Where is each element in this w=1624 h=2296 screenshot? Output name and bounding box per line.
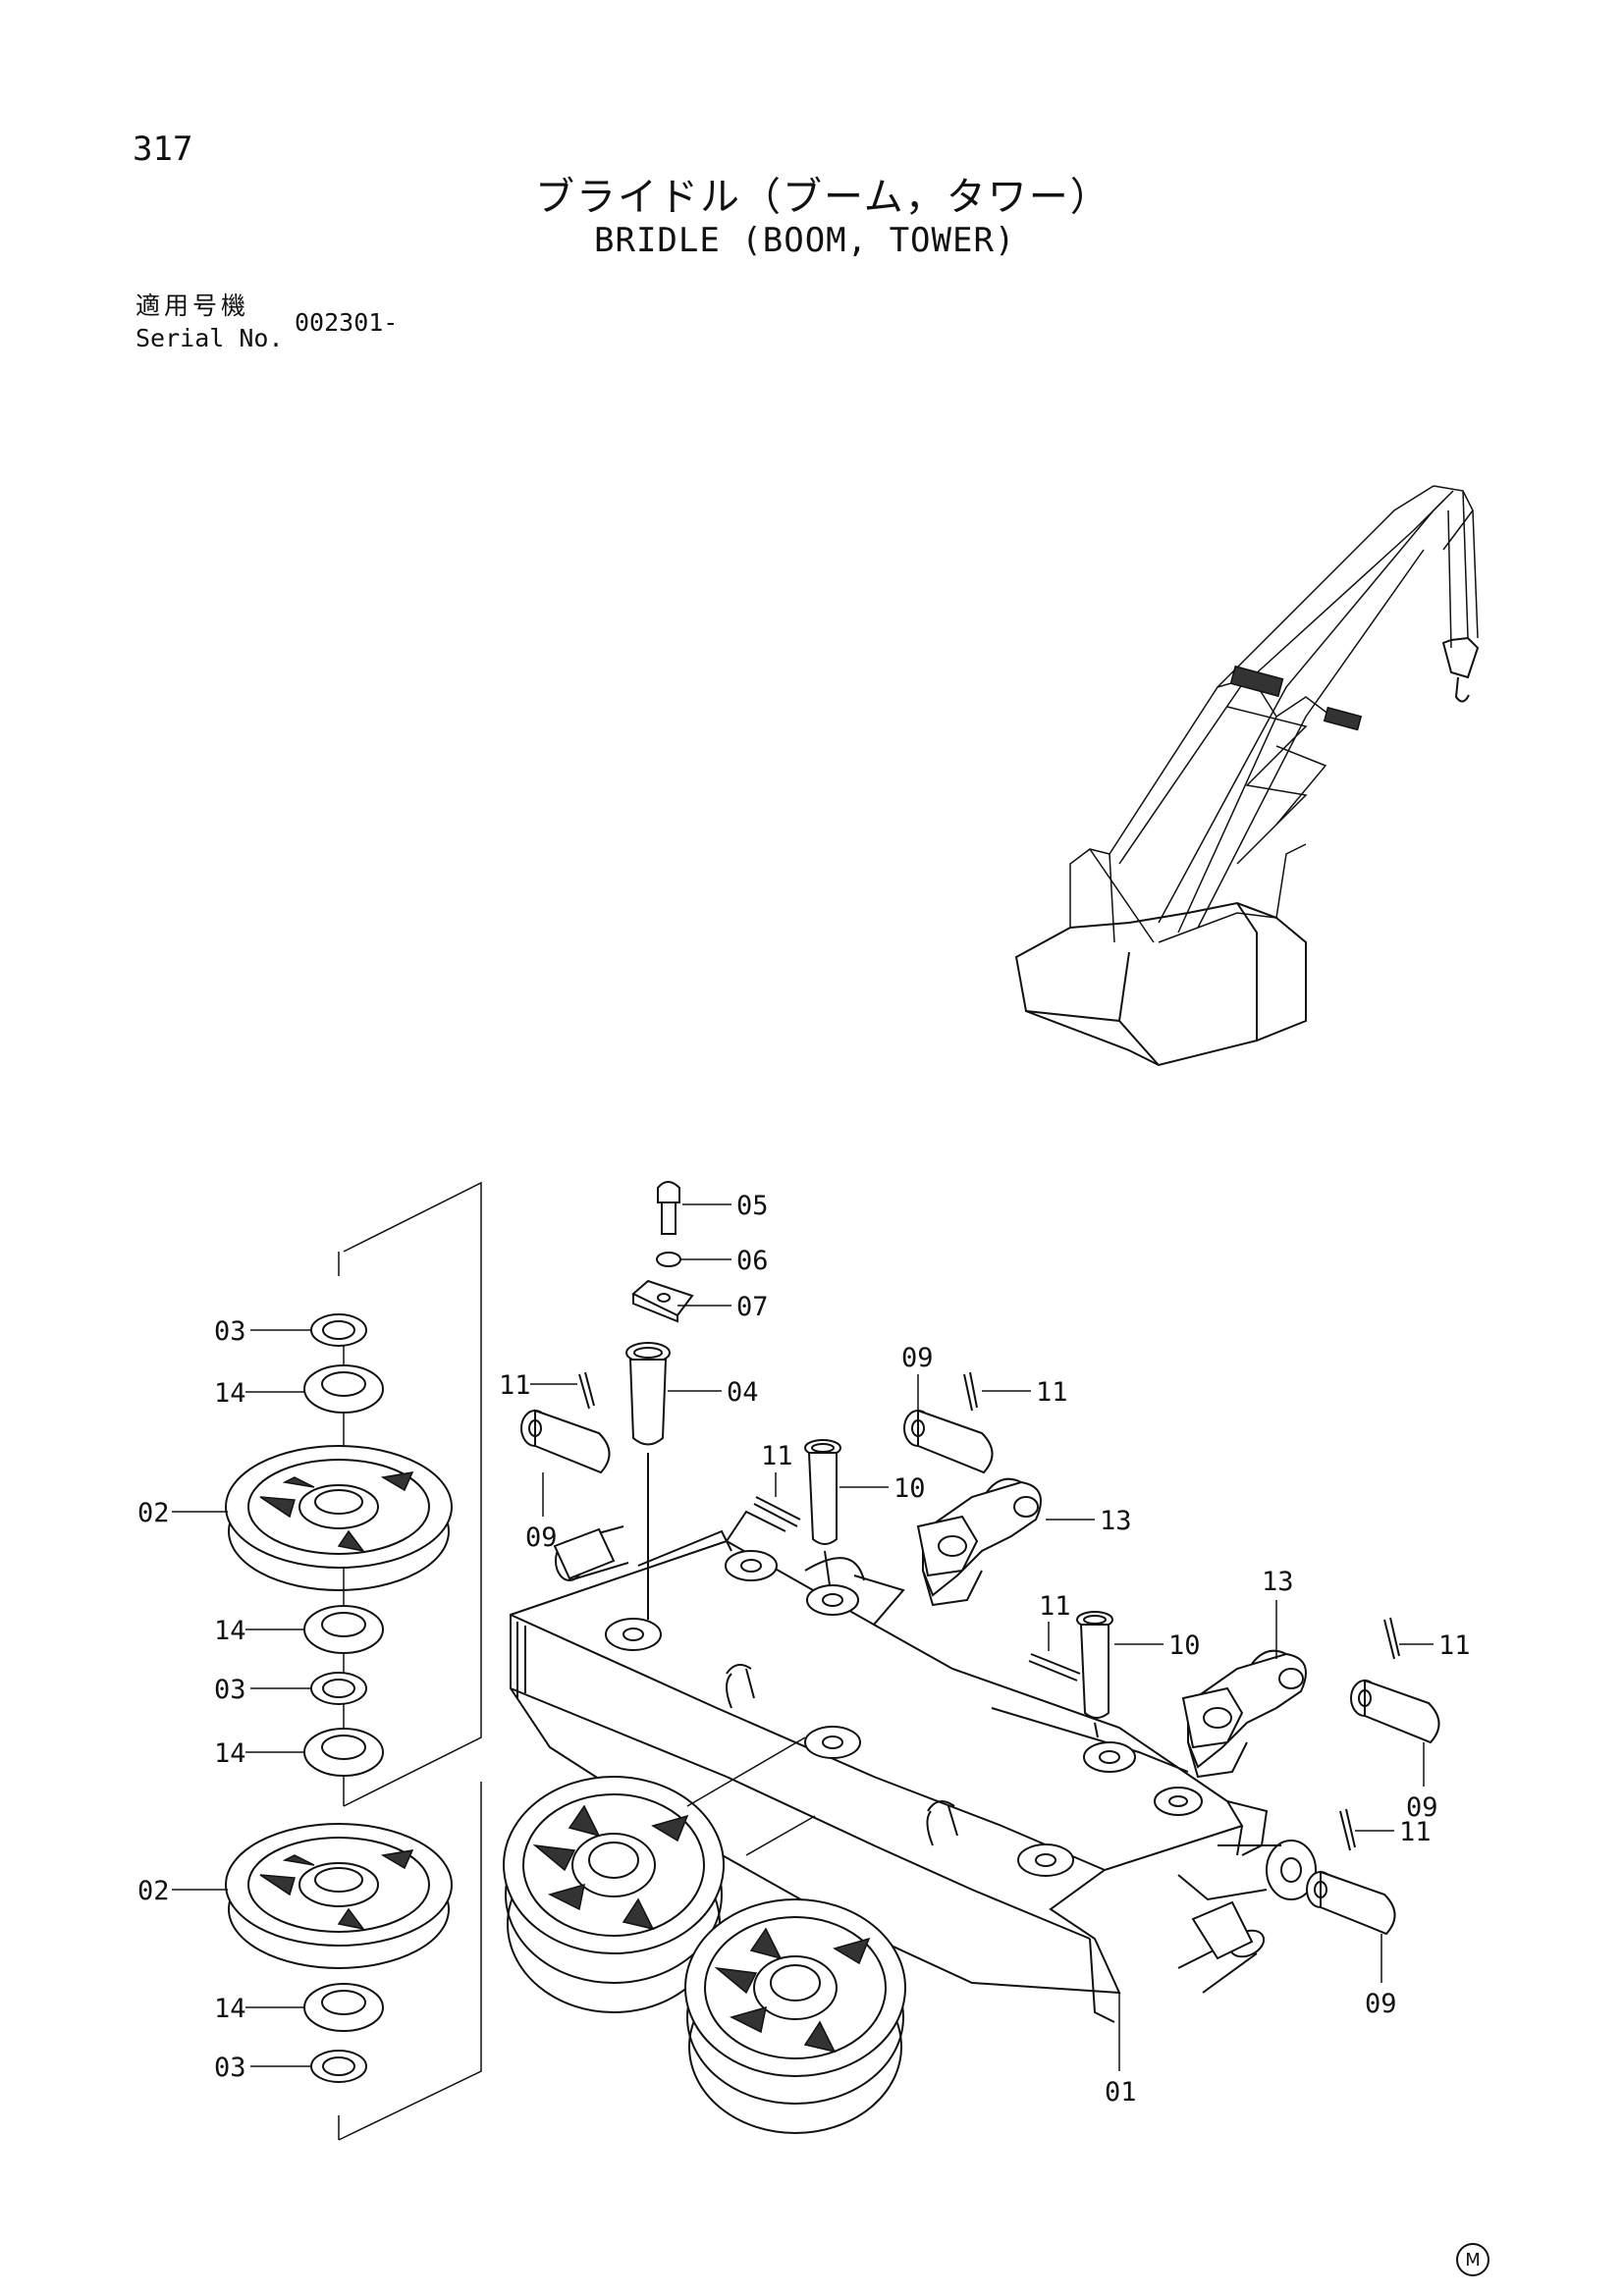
callout-06: 06	[736, 1246, 769, 1276]
callout-labels: 05 06 07 04 11 09 09 11 11 10 13 13 11 1…	[137, 1191, 1471, 2108]
callout-11: 11	[1399, 1817, 1432, 1847]
callout-03: 03	[214, 1675, 246, 1705]
crane-overview-illustration	[1014, 485, 1480, 1067]
callout-04: 04	[727, 1377, 759, 1408]
registered-mark: M	[1456, 2243, 1489, 2276]
callout-09: 09	[901, 1343, 934, 1373]
callout-10: 10	[1168, 1630, 1201, 1661]
page-title-japanese: ブライドル（ブーム，タワー）	[535, 175, 1111, 220]
callout-09: 09	[1365, 1989, 1397, 2019]
callout-13: 13	[1262, 1567, 1294, 1597]
callout-14: 14	[214, 1378, 246, 1409]
callout-14: 14	[214, 1616, 246, 1646]
callout-11: 11	[761, 1441, 793, 1471]
pin-hardware	[520, 1181, 1440, 1960]
callout-01: 01	[1105, 2077, 1137, 2108]
callout-11: 11	[1438, 1630, 1471, 1661]
serial-label-english: Serial No.	[135, 324, 284, 352]
callout-03: 03	[214, 1316, 246, 1347]
callout-03: 03	[214, 2053, 246, 2083]
page-title-english: BRIDLE (BOOM, TOWER)	[594, 221, 1016, 260]
serial-label-japanese: 適用号機	[135, 292, 250, 320]
callout-09: 09	[1406, 1792, 1438, 1823]
callout-02: 02	[137, 1876, 170, 1906]
leader-lines	[172, 1203, 1434, 2071]
callout-09: 09	[525, 1522, 558, 1553]
exploded-sheave-stack	[225, 1181, 482, 2141]
bridle-frame	[510, 1510, 1317, 2023]
callout-11: 11	[499, 1370, 531, 1401]
serial-number-value: 002301-	[295, 308, 399, 337]
callout-11: 11	[1039, 1591, 1071, 1622]
callout-14: 14	[214, 1738, 246, 1769]
mounted-sheave-left	[503, 1776, 725, 2013]
callout-07: 07	[736, 1292, 769, 1322]
page-number: 317	[133, 130, 193, 169]
callout-11: 11	[1036, 1377, 1068, 1408]
callout-02: 02	[137, 1498, 170, 1528]
mounted-sheave-right	[684, 1898, 906, 2134]
callout-13: 13	[1100, 1506, 1132, 1536]
callout-10: 10	[893, 1473, 926, 1504]
callout-05: 05	[736, 1191, 769, 1221]
callout-14: 14	[214, 1994, 246, 2024]
